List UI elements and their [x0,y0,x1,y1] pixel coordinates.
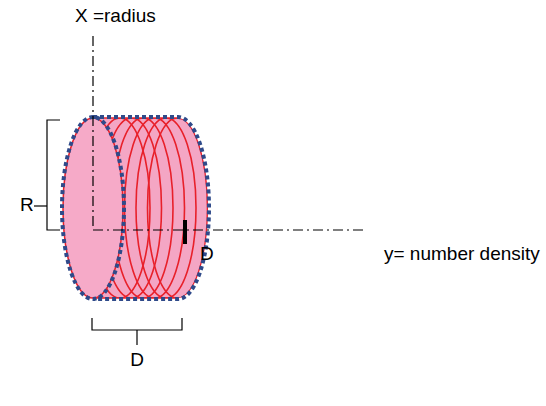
axis-line [93,36,365,230]
axis-label: X =radius [75,6,156,27]
dimension-bracket [47,120,60,230]
leader-line [136,330,137,345]
dashed-outline [62,117,209,299]
dimension-label: R [20,195,34,216]
axis-label: y= number density [384,244,540,265]
dimension-label: D [200,244,214,265]
thickness-tick [183,220,187,244]
dimension-label: D [130,350,144,371]
cylinder-body [63,118,208,298]
leader-line [34,205,47,206]
dimension-bracket [92,318,182,330]
